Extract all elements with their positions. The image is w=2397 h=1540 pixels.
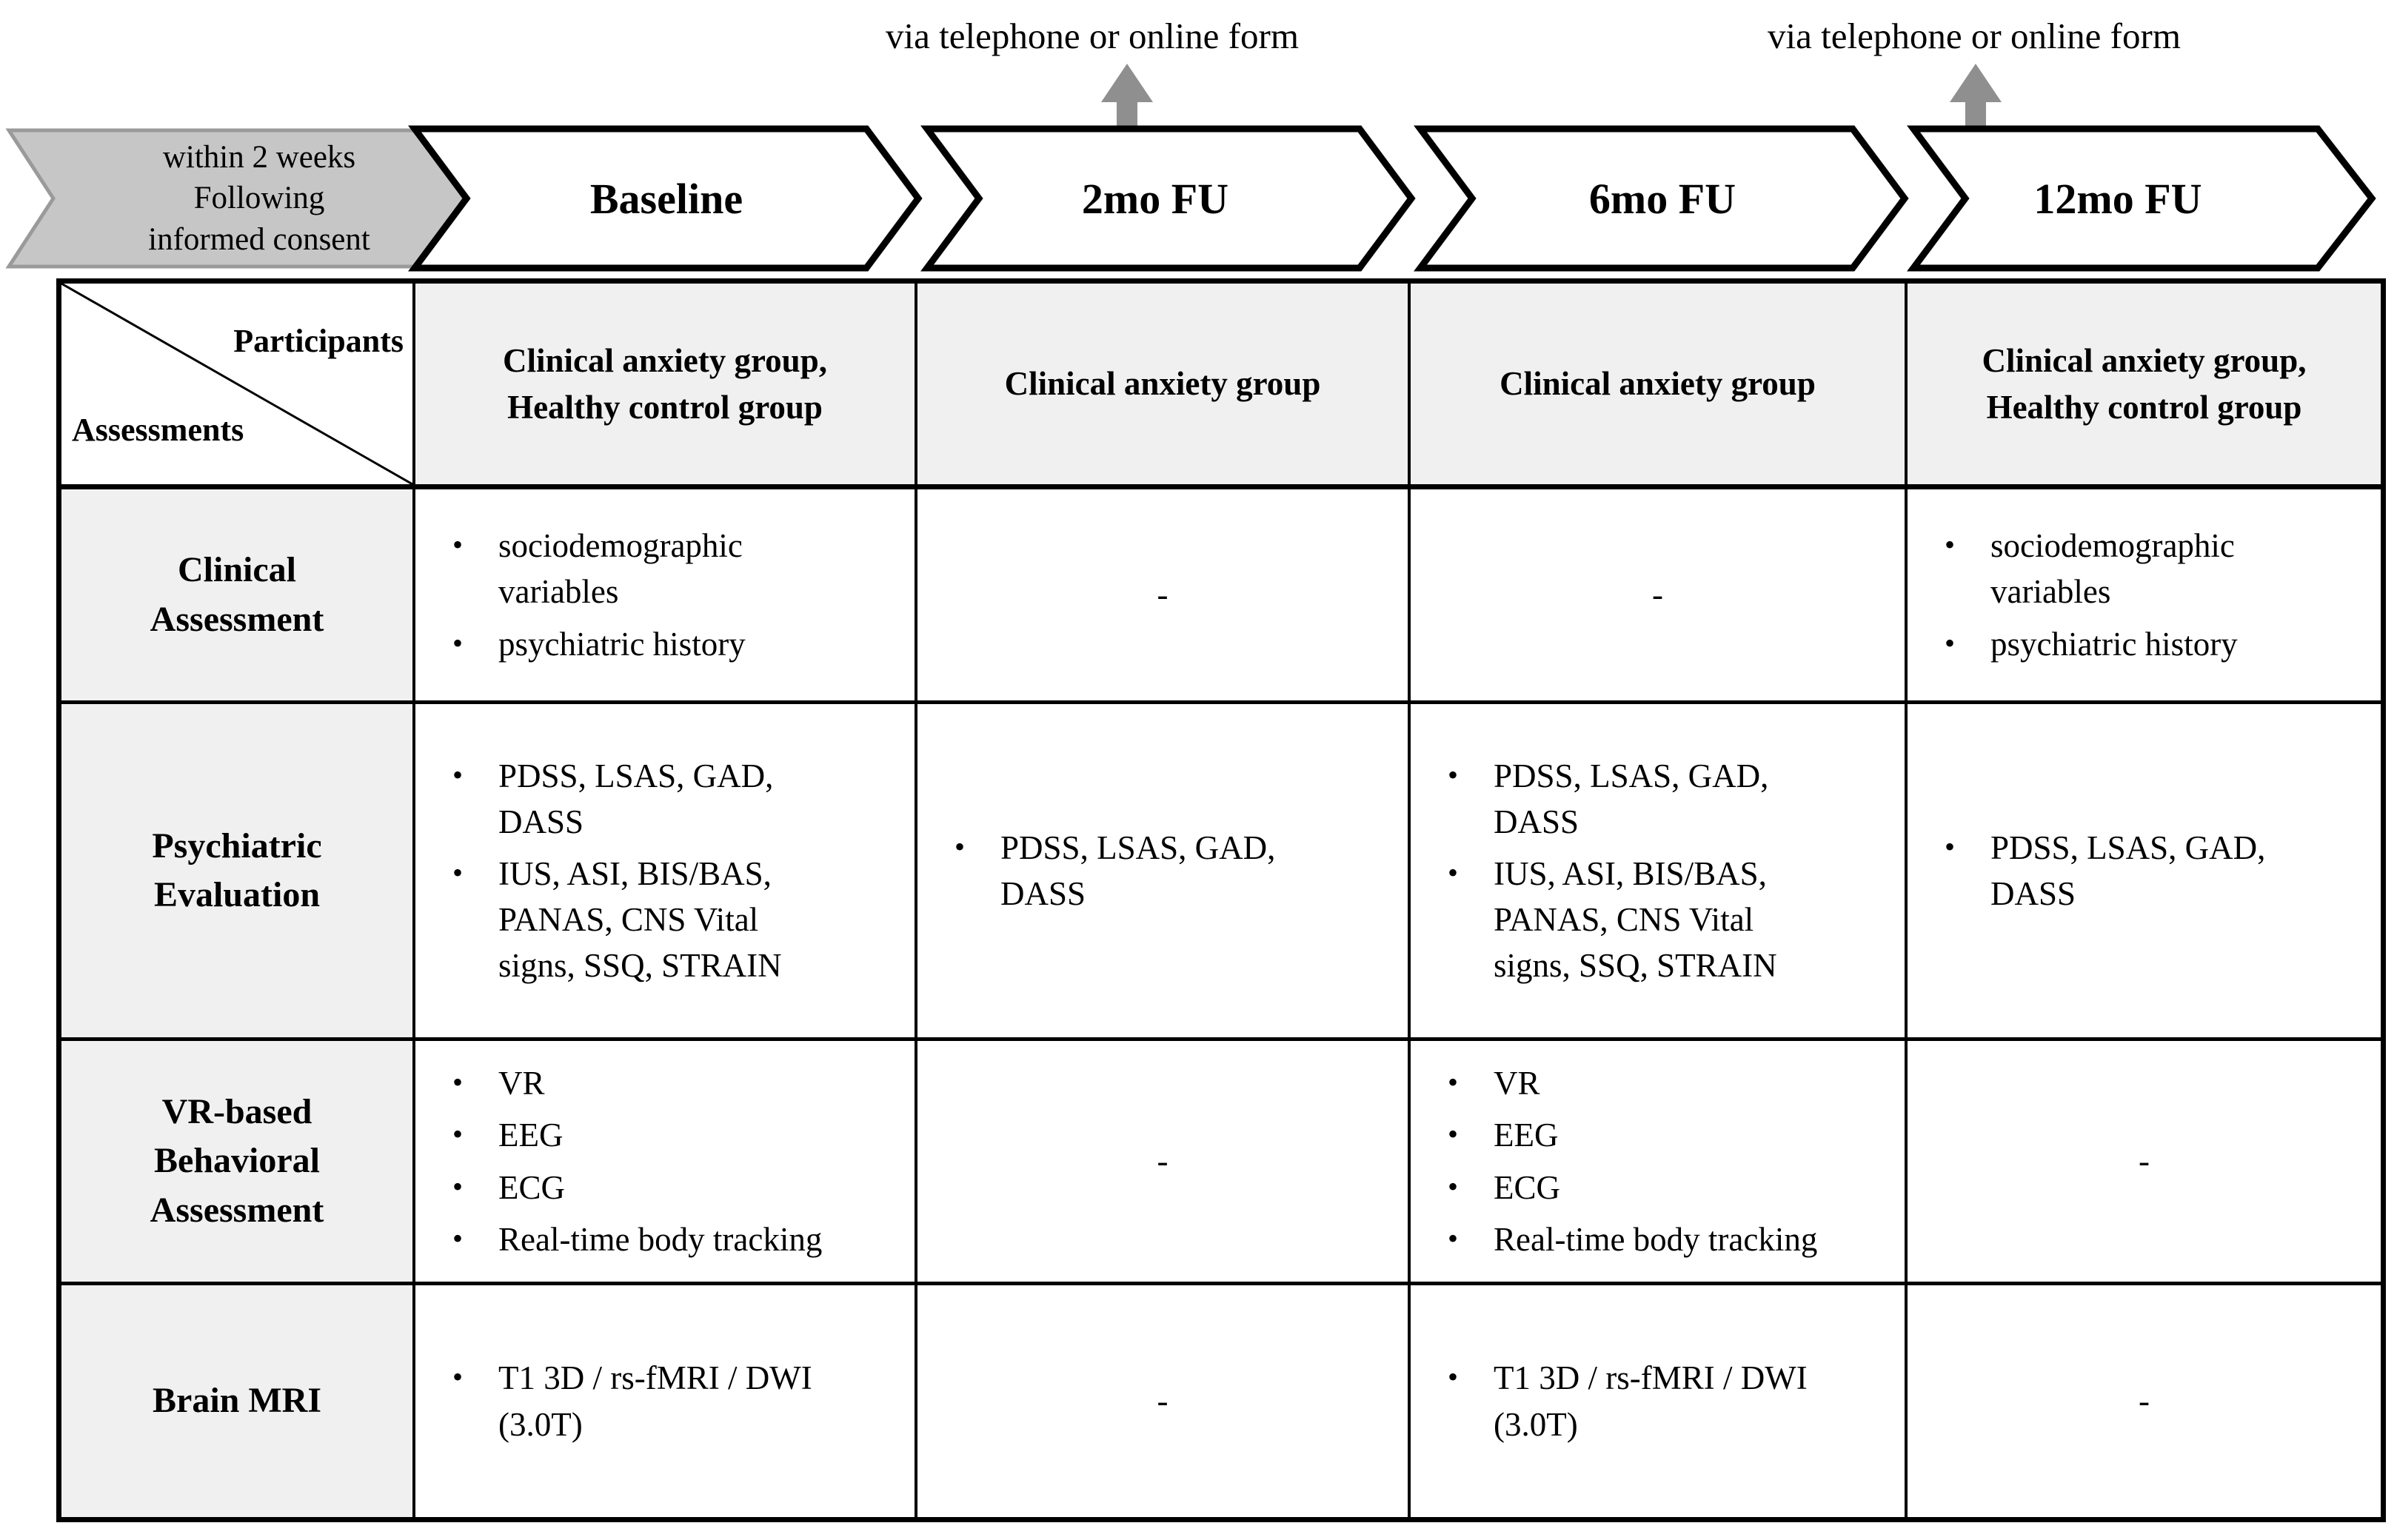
cell-clinical-6mo: - xyxy=(1411,489,1908,704)
stage-label-12mo: 12mo FU xyxy=(2033,174,2202,223)
row-label-clinical-assessment: Clinical Assessment xyxy=(61,489,415,704)
bullet-item: • PDSS, LSAS, GAD, DASS xyxy=(1448,753,1777,845)
row-label-psychiatric-evaluation: Psychiatric Evaluation xyxy=(61,704,415,1041)
bullet-icon: • xyxy=(452,1169,464,1203)
bullet-icon: • xyxy=(1448,757,1459,791)
cell-psychiatric-baseline: • PDSS, LSAS, GAD, DASS • IUS, ASI, BIS/… xyxy=(415,704,917,1041)
bullet-icon: • xyxy=(1945,626,1956,660)
bullet-item: • VR xyxy=(1448,1060,1817,1106)
dash: - xyxy=(1157,576,1169,614)
bullet-icon: • xyxy=(1448,855,1459,889)
via-telephone-label-2: via telephone or online form xyxy=(1768,16,2181,56)
row-label-vr-behavioral-assessment: VR-based Behavioral Assessment xyxy=(61,1041,415,1285)
via-telephone-label-1: via telephone or online form xyxy=(886,16,1299,56)
dash: - xyxy=(1652,576,1663,614)
up-arrow-icon xyxy=(1950,64,2002,132)
cell-vr-6mo: • VR • EEG • ECG • Real-time body tracki… xyxy=(1411,1041,1908,1285)
bullet-icon: • xyxy=(452,757,464,791)
bullet-icon: • xyxy=(452,855,464,889)
bullet-item: • ECG xyxy=(452,1165,822,1211)
bullet-item: • T1 3D / rs-fMRI / DWI (3.0T) xyxy=(1448,1355,1808,1447)
bullet-icon: • xyxy=(1448,1360,1459,1394)
cell-clinical-2mo: - xyxy=(917,489,1411,704)
bullet-item: • sociodemographic variables xyxy=(452,523,746,615)
cell-mri-6mo: • T1 3D / rs-fMRI / DWI (3.0T) xyxy=(1411,1285,1908,1517)
timeline-chevron-baseline xyxy=(408,125,923,272)
bullet-item: • EEG xyxy=(452,1112,822,1158)
stage-label-6mo: 6mo FU xyxy=(1588,174,1736,223)
bullet-item: • Real-time body tracking xyxy=(1448,1216,1817,1262)
bullet-item: • IUS, ASI, BIS/BAS, PANAS, CNS Vital si… xyxy=(452,851,782,988)
bullet-icon: • xyxy=(1945,528,1956,562)
cell-clinical-baseline: • sociodemographic variables • psychiatr… xyxy=(415,489,917,704)
bullet-icon: • xyxy=(1448,1117,1459,1151)
bullet-icon: • xyxy=(1945,829,1956,863)
bullet-item: • T1 3D / rs-fMRI / DWI (3.0T) xyxy=(452,1355,812,1447)
corner-participants-label: Participants xyxy=(233,323,404,359)
diagonal-line xyxy=(61,284,412,484)
bullet-icon: • xyxy=(452,1065,464,1099)
col-header-baseline: Clinical anxiety group, Healthy control … xyxy=(415,284,917,489)
timeline-chevron-2mo xyxy=(920,125,1416,272)
cell-vr-12mo: - xyxy=(1908,1041,2381,1285)
arrow-head xyxy=(1950,64,2002,102)
bullet-icon: • xyxy=(955,829,966,863)
cell-mri-12mo: - xyxy=(1908,1285,2381,1517)
arrow-head xyxy=(1101,64,1153,102)
bullet-icon: • xyxy=(1448,1065,1459,1099)
bullet-icon: • xyxy=(1448,1221,1459,1255)
dash: - xyxy=(1157,1142,1169,1180)
corner-cell: Participants Assessments xyxy=(61,284,415,489)
bullet-icon: • xyxy=(452,1221,464,1255)
col-header-6mo: Clinical anxiety group xyxy=(1411,284,1908,489)
dash: - xyxy=(2139,1142,2150,1180)
bullet-item: • VR xyxy=(452,1060,822,1106)
col-header-2mo: Clinical anxiety group xyxy=(917,284,1411,489)
corner-assessments-label: Assessments xyxy=(72,412,244,449)
stage-label-baseline: Baseline xyxy=(589,174,743,223)
bullet-item: • PDSS, LSAS, GAD, DASS xyxy=(955,825,1275,917)
stage-label-2mo: 2mo FU xyxy=(1081,174,1229,223)
bullet-item: • PDSS, LSAS, GAD, DASS xyxy=(452,753,782,845)
cell-mri-baseline: • T1 3D / rs-fMRI / DWI (3.0T) xyxy=(415,1285,917,1517)
bullet-item: • Real-time body tracking xyxy=(452,1216,822,1262)
up-arrow-icon xyxy=(1101,64,1153,132)
study-table: Participants Assessments Clinical anxiet… xyxy=(56,278,2386,1522)
bullet-item: • ECG xyxy=(1448,1165,1817,1211)
timeline-chevron-band xyxy=(5,125,2376,272)
dash: - xyxy=(2139,1382,2150,1420)
bullet-icon: • xyxy=(1448,1169,1459,1203)
cell-psychiatric-12mo: • PDSS, LSAS, GAD, DASS xyxy=(1908,704,2381,1041)
bullet-icon: • xyxy=(452,626,464,660)
bullet-icon: • xyxy=(452,528,464,562)
col-header-12mo: Clinical anxiety group, Healthy control … xyxy=(1908,284,2381,489)
row-label-brain-mri: Brain MRI xyxy=(61,1285,415,1517)
dash: - xyxy=(1157,1382,1169,1420)
bullet-item: • psychiatric history xyxy=(1945,621,2238,667)
bullet-item: • PDSS, LSAS, GAD, DASS xyxy=(1945,825,2265,917)
cell-psychiatric-6mo: • PDSS, LSAS, GAD, DASS • IUS, ASI, BIS/… xyxy=(1411,704,1908,1041)
cell-psychiatric-2mo: • PDSS, LSAS, GAD, DASS xyxy=(917,704,1411,1041)
timeline-chevron-12mo xyxy=(1907,125,2376,272)
timeline-chevron-6mo xyxy=(1414,125,1909,272)
bullet-icon: • xyxy=(452,1360,464,1394)
cell-clinical-12mo: • sociodemographic variables • psychiatr… xyxy=(1908,489,2381,704)
bullet-item: • EEG xyxy=(1448,1112,1817,1158)
cell-mri-2mo: - xyxy=(917,1285,1411,1517)
consent-note: within 2 weeks Following informed consen… xyxy=(148,140,370,257)
bullet-icon: • xyxy=(452,1117,464,1151)
cell-vr-baseline: • VR • EEG • ECG • Real-time body tracki… xyxy=(415,1041,917,1285)
bullet-item: • IUS, ASI, BIS/BAS, PANAS, CNS Vital si… xyxy=(1448,851,1777,988)
cell-vr-2mo: - xyxy=(917,1041,1411,1285)
bullet-item: • sociodemographic variables xyxy=(1945,523,2238,615)
bullet-item: • psychiatric history xyxy=(452,621,746,667)
